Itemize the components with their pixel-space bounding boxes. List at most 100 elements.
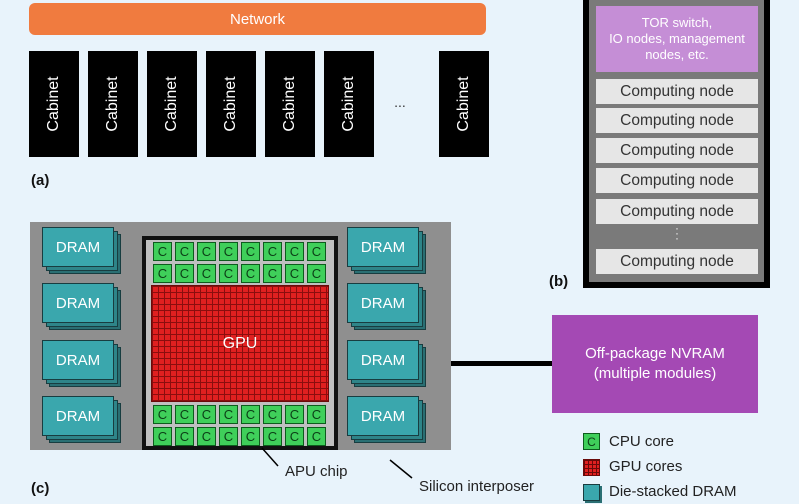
dram-stack: DRAM xyxy=(42,396,121,443)
node-ellipsis: ··· xyxy=(675,221,679,245)
dram-label: DRAM xyxy=(55,238,101,256)
cabinet: Cabinet xyxy=(206,51,256,157)
dram-stack: DRAM xyxy=(42,227,121,274)
dram-die: DRAM xyxy=(42,396,114,436)
cpu-core: C xyxy=(241,264,260,283)
cpu-core: C xyxy=(307,264,326,283)
cpu-core: C xyxy=(219,427,238,446)
dram-stack: DRAM xyxy=(347,396,426,443)
nvram-box: Off-package NVRAM (multiple modules) xyxy=(552,315,758,413)
apu-callout-line xyxy=(261,447,279,467)
computing-node-label: Computing node xyxy=(620,141,734,159)
computing-node-label: Computing node xyxy=(620,252,734,270)
nvram-connector xyxy=(451,361,552,366)
cpu-core: C xyxy=(197,264,216,283)
cabinet-ellipsis: ... xyxy=(394,94,406,110)
tor-switch-label: TOR switch, IO nodes, management nodes, … xyxy=(609,14,745,63)
panel-b-label: (b) xyxy=(549,273,569,290)
cpu-legend-swatch: C xyxy=(583,433,600,450)
cpu-core: C xyxy=(175,405,194,424)
cpu-core: C xyxy=(285,264,304,283)
cpu-core: C xyxy=(263,405,282,424)
dram-label: DRAM xyxy=(360,294,406,312)
cpu-core: C xyxy=(219,264,238,283)
computing-node: Computing node xyxy=(596,199,758,224)
network-bar: Network xyxy=(29,3,486,35)
cpu-core: C xyxy=(285,242,304,261)
dram-label: DRAM xyxy=(55,351,101,369)
cpu-core: C xyxy=(197,242,216,261)
computing-node: Computing node xyxy=(596,168,758,193)
computing-node: Computing node xyxy=(596,108,758,133)
dram-label: DRAM xyxy=(55,294,101,312)
cabinet: Cabinet xyxy=(29,51,79,157)
cpu-core: C xyxy=(307,405,326,424)
dram-stack: DRAM xyxy=(42,283,121,330)
computing-node-label: Computing node xyxy=(620,111,734,129)
interposer-callout-line xyxy=(389,459,413,479)
cabinet: Cabinet xyxy=(88,51,138,157)
dram-die: DRAM xyxy=(42,227,114,267)
cpu-core: C xyxy=(263,427,282,446)
nvram-label: Off-package NVRAM (multiple modules) xyxy=(585,344,725,382)
cpu-core: C xyxy=(175,427,194,446)
cpu-core: C xyxy=(263,242,282,261)
computing-node-label: Computing node xyxy=(620,82,734,100)
computing-node-label: Computing node xyxy=(620,202,734,220)
computing-node-label: Computing node xyxy=(620,171,734,189)
cpu-core: C xyxy=(241,427,260,446)
cabinet: Cabinet xyxy=(439,51,489,157)
cpu-core: C xyxy=(153,264,172,283)
cabinet: Cabinet xyxy=(324,51,374,157)
cpu-core: C xyxy=(285,427,304,446)
dram-label: DRAM xyxy=(360,407,406,425)
cpu-core: C xyxy=(153,427,172,446)
cpu-core: C xyxy=(175,264,194,283)
network-label: Network xyxy=(229,10,285,28)
cpu-legend-letter: C xyxy=(587,434,596,449)
dram-stack: DRAM xyxy=(347,227,426,274)
panel-a-label: (a) xyxy=(31,172,50,189)
cpu-core: C xyxy=(175,242,194,261)
dram-stack: DRAM xyxy=(42,340,121,387)
computing-node: Computing node xyxy=(596,249,758,274)
cpu-core: C xyxy=(153,405,172,424)
dram-label: DRAM xyxy=(55,407,101,425)
gpu-label: GPU xyxy=(222,334,258,352)
dram-label: DRAM xyxy=(360,238,406,256)
cpu-core: C xyxy=(285,405,304,424)
cpu-core: C xyxy=(241,405,260,424)
cpu-core: C xyxy=(307,427,326,446)
apu-chip-label: APU chip xyxy=(285,463,348,480)
computing-node: Computing node xyxy=(596,138,758,163)
gpu-legend-label: GPU cores xyxy=(609,458,683,475)
dram-die: DRAM xyxy=(347,396,419,436)
gpu-cores-block: GPU xyxy=(151,285,329,402)
computing-node: Computing node xyxy=(596,79,758,104)
dram-die: DRAM xyxy=(347,283,419,323)
cpu-legend-label: CPU core xyxy=(609,433,675,450)
gpu-legend-swatch xyxy=(583,459,600,476)
cpu-core: C xyxy=(307,242,326,261)
dram-legend-label: Die-stacked DRAM xyxy=(609,483,737,500)
dram-legend-swatch xyxy=(583,484,600,501)
interposer-label: Silicon interposer xyxy=(419,478,535,495)
cpu-core: C xyxy=(241,242,260,261)
dram-label: DRAM xyxy=(360,351,406,369)
cpu-core: C xyxy=(197,427,216,446)
cpu-core: C xyxy=(153,242,172,261)
dram-stack: DRAM xyxy=(347,283,426,330)
dram-die: DRAM xyxy=(347,340,419,380)
cpu-core: C xyxy=(263,264,282,283)
cabinet: Cabinet xyxy=(147,51,197,157)
dram-die: DRAM xyxy=(42,283,114,323)
panel-c-label: (c) xyxy=(31,480,50,497)
cpu-core: C xyxy=(219,242,238,261)
cpu-core: C xyxy=(197,405,216,424)
cabinet: Cabinet xyxy=(265,51,315,157)
dram-die: DRAM xyxy=(347,227,419,267)
tor-switch-box: TOR switch, IO nodes, management nodes, … xyxy=(596,6,758,72)
